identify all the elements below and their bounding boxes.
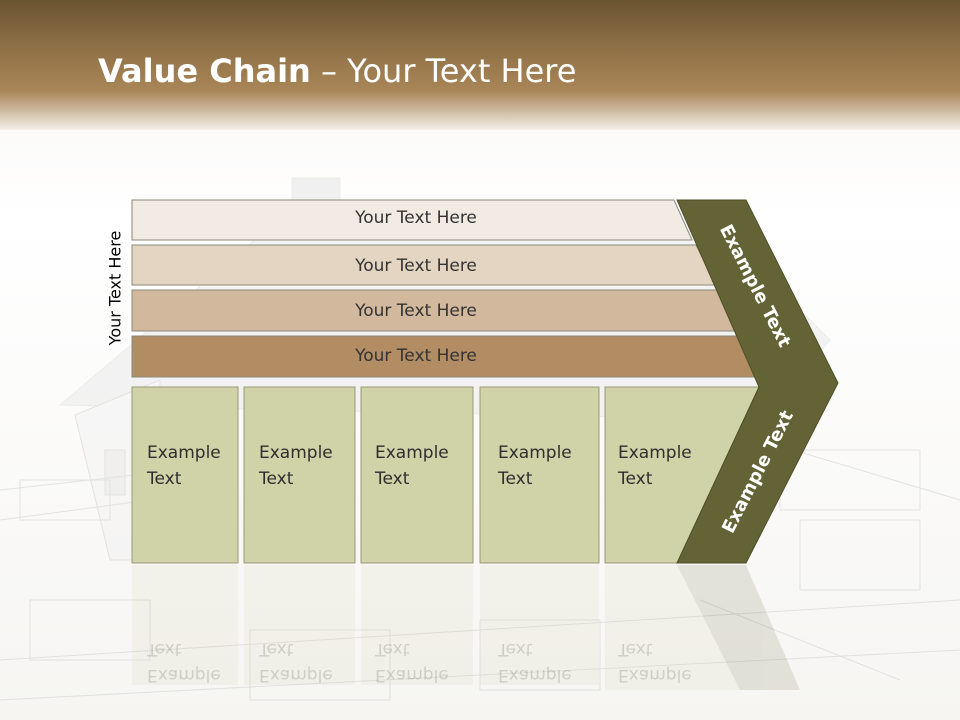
header-banner — [0, 0, 960, 130]
reflection — [132, 565, 800, 690]
activity-box-4 — [479, 386, 600, 564]
support-band-4-label: Your Text Here — [355, 346, 477, 366]
activity-box-2 — [243, 386, 356, 564]
support-band-1 — [131, 199, 693, 241]
activity-box-3 — [360, 386, 474, 564]
activity-box-1 — [131, 386, 239, 564]
title-rest: – Your Text Here — [310, 52, 577, 90]
support-activities-label: Your Text Here — [105, 230, 125, 346]
page-title: Value Chain – Your Text Here — [98, 52, 576, 90]
title-bold: Value Chain — [98, 52, 311, 90]
margin-chevron — [676, 199, 839, 564]
support-band-1-label: Your Text Here — [355, 208, 477, 228]
support-band-2-label: Your Text Here — [355, 256, 477, 276]
support-band-3-label: Your Text Here — [355, 301, 477, 321]
